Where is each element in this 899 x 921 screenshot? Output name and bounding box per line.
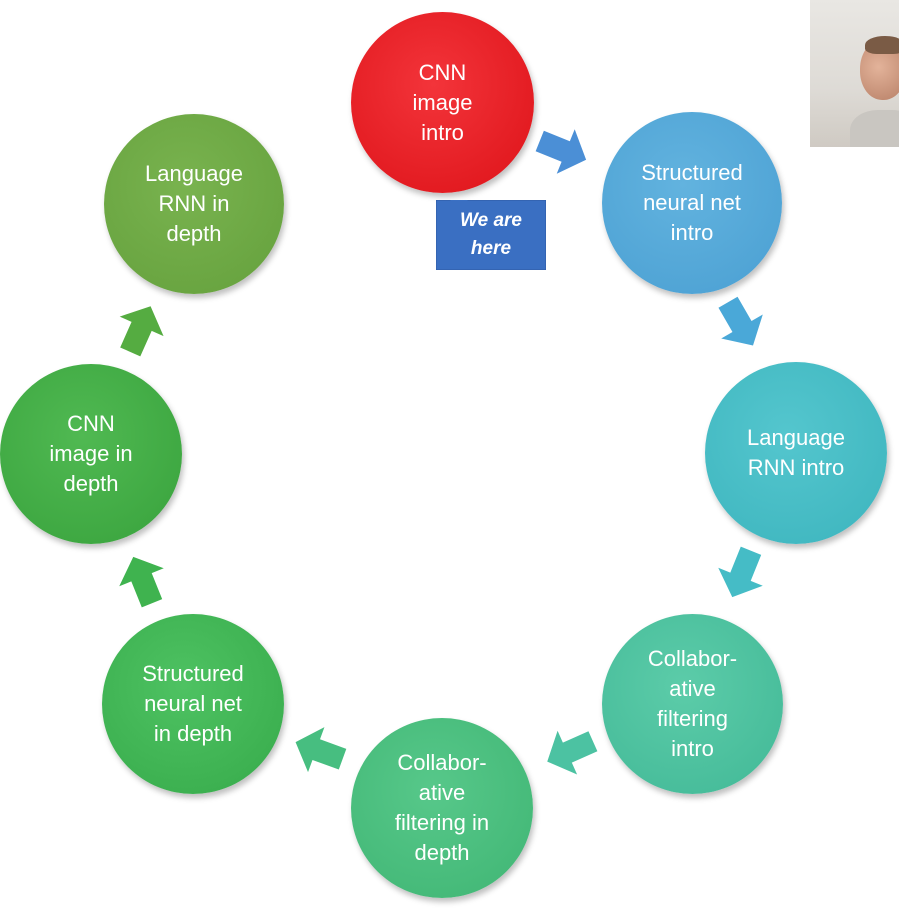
node-language-rnn-in-depth: Language RNN in depth xyxy=(104,114,284,294)
node-cnn-image-intro-label: CNN image intro xyxy=(412,59,473,145)
presenter-shirt xyxy=(850,110,899,147)
node-language-rnn-intro: Language RNN intro xyxy=(705,362,887,544)
arrow-4-icon xyxy=(547,730,598,775)
arrow-6-icon xyxy=(119,556,164,608)
node-cnn-image-in-depth-label: CNN image in depth xyxy=(49,411,133,496)
node-structured-neural-net-in-depth-label: Structured neural net in depth xyxy=(142,661,244,746)
presenter-hair xyxy=(865,36,899,54)
arrow-3-icon xyxy=(718,546,763,598)
node-structured-neural-net-intro-label: Structured neural net intro xyxy=(641,160,743,245)
arrow-2-icon xyxy=(718,296,763,346)
node-language-rnn-in-depth-label: Language RNN in depth xyxy=(145,161,243,246)
node-cnn-image-intro: CNN image intro xyxy=(351,12,534,193)
node-collaborative-filtering-intro-label: Collabor- ative filtering intro xyxy=(647,646,738,761)
node-collaborative-filtering-in-depth-label: Collabor- ative filtering in depth xyxy=(394,750,490,865)
node-structured-neural-net-in-depth: Structured neural net in depth xyxy=(102,614,284,794)
node-cnn-image-in-depth: CNN image in depth xyxy=(0,364,182,544)
arrow-1-icon xyxy=(535,129,587,174)
arrow-5-icon xyxy=(295,727,347,773)
node-collaborative-filtering-in-depth: Collabor- ative filtering in depth xyxy=(351,718,533,898)
node-language-rnn-intro-label: Language RNN intro xyxy=(747,425,845,480)
webcam-video-thumbnail xyxy=(810,0,899,147)
node-structured-neural-net-intro: Structured neural net intro xyxy=(602,112,782,294)
we-are-here-label: We are here xyxy=(460,210,522,259)
arrow-7-icon xyxy=(119,306,164,357)
callout-shape xyxy=(436,200,546,270)
node-collaborative-filtering-intro: Collabor- ative filtering intro xyxy=(602,614,783,794)
we-are-here-callout: We are here xyxy=(436,200,546,270)
